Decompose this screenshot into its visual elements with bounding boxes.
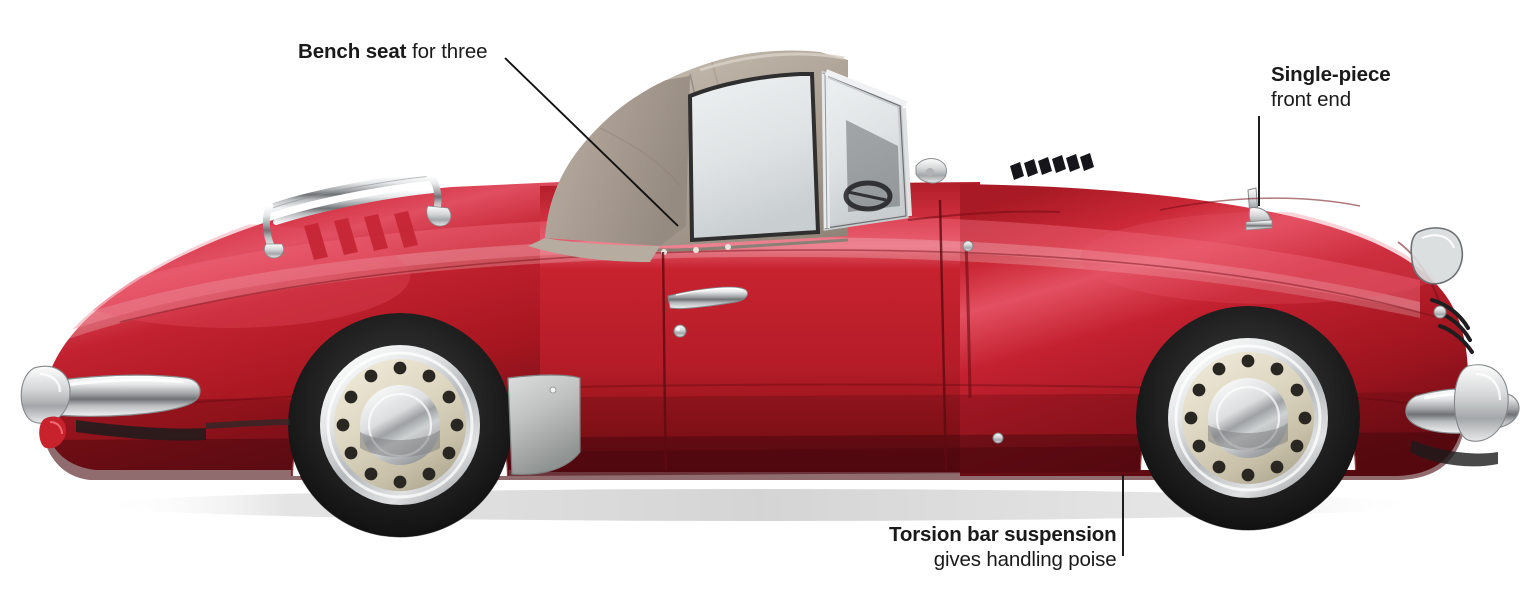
bonnet-catch — [1245, 187, 1273, 231]
door-handle — [667, 286, 749, 310]
callout-single-piece: Single-piece front end — [1271, 63, 1391, 112]
headlamp — [1410, 227, 1464, 285]
callout-torsion-bar-tail: gives handling poise — [933, 548, 1117, 572]
door-lock-button — [673, 324, 687, 338]
callout-single-piece-lead: Single-piece — [1271, 63, 1391, 86]
soft-top-rear-quarter — [545, 76, 690, 246]
steering-wheel — [843, 180, 893, 212]
callout-torsion-bar: Torsion bar suspension gives handling po… — [889, 523, 1117, 572]
luggage-rack-slats — [304, 211, 418, 260]
front-end-assembly — [1405, 227, 1520, 467]
scuttle-details — [907, 158, 1061, 221]
rear-bumper — [20, 365, 291, 449]
bonnet-louvres — [1010, 153, 1094, 180]
door-details — [661, 199, 1004, 471]
door-shut-line-front — [661, 251, 668, 471]
luggage-rack — [262, 171, 452, 260]
side-window-glass — [690, 74, 818, 240]
leader-line-bench-seat — [504, 57, 679, 227]
tail-lamp — [39, 416, 66, 449]
callout-single-piece-tail: front end — [1271, 88, 1352, 112]
door-shut-line-rear — [938, 199, 948, 471]
sill-stone-guard — [507, 374, 581, 475]
callout-bench-seat-lead: Bench seat — [298, 40, 407, 63]
windscreen-frame — [824, 69, 908, 107]
callout-bench-seat-tail: for three — [406, 40, 488, 63]
leader-lines — [504, 57, 1260, 556]
cabin-glass — [687, 69, 912, 243]
flank-highlight — [60, 214, 1420, 334]
front-overrider — [1453, 364, 1509, 442]
callout-torsion-bar-lead: Torsion bar suspension — [889, 523, 1117, 546]
callout-bench-seat: Bench seat for three — [298, 40, 488, 64]
waist-crease — [119, 249, 1441, 323]
